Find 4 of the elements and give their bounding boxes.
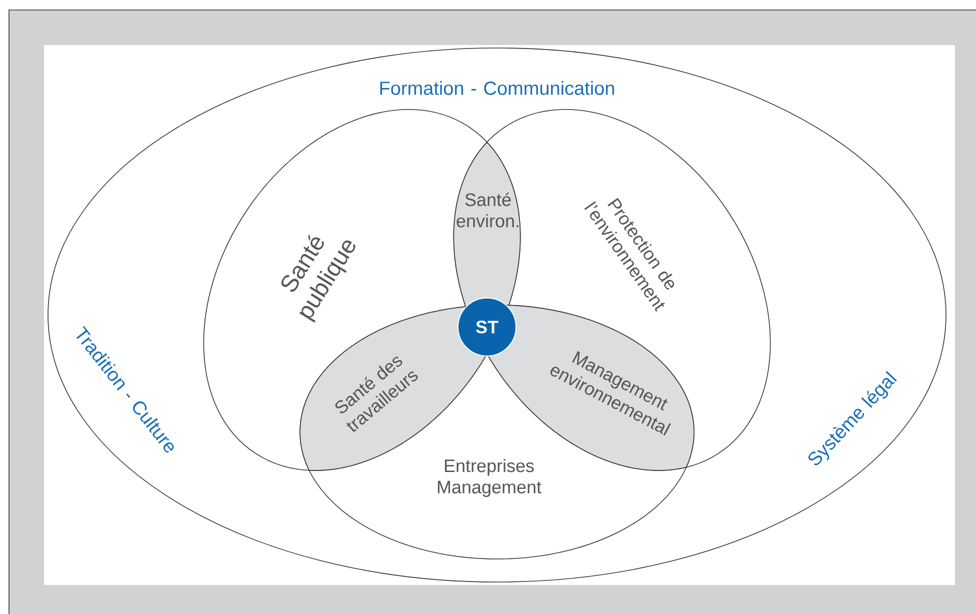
badge-label: ST — [476, 320, 498, 334]
region-label: Formation - Communication — [380, 81, 614, 95]
region-label: Entreprises Management — [438, 459, 542, 498]
petal-label: Santé environ. — [456, 192, 518, 228]
